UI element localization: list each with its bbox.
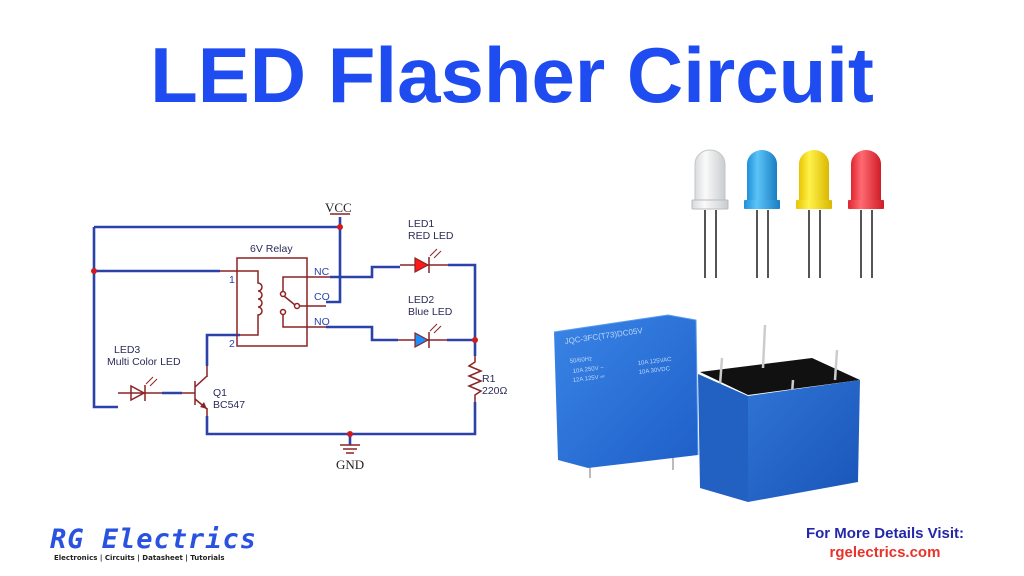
q1-name: Q1 xyxy=(213,387,227,399)
visit-url-link[interactable]: rgelectrics.com xyxy=(829,544,941,561)
led3-desc: Multi Color LED xyxy=(107,356,181,368)
junction-pin1 xyxy=(91,268,97,274)
relay-no-label: NO xyxy=(314,316,330,328)
relay-rating-2r: 10A 30VDC xyxy=(639,366,672,376)
wire-vcc-rail xyxy=(92,227,118,409)
vcc-label: VCC xyxy=(325,200,352,215)
relay-contact-no xyxy=(279,308,287,316)
led1-desc: RED LED xyxy=(408,230,454,242)
led2-symbol xyxy=(414,331,430,349)
relay2-front xyxy=(698,374,748,502)
led-blue xyxy=(744,150,780,278)
leds-photo xyxy=(691,149,884,278)
relay2-pin xyxy=(833,349,839,381)
led-emission-arrows xyxy=(145,248,442,387)
wire-pin2 xyxy=(205,333,240,366)
relay-rating-2l: 12A 125V ═ xyxy=(573,374,606,384)
junction-gnd xyxy=(347,431,353,437)
junction-vcc xyxy=(337,224,343,230)
led3-symbol xyxy=(130,384,146,402)
relay-nc-line xyxy=(282,276,330,292)
relay-photo: JQC-3FC(T73)DC05V 50/60Hz 10A 250V ~ 12A… xyxy=(553,314,860,502)
led-white xyxy=(691,149,729,278)
relay-nc-label: NC xyxy=(314,266,330,278)
wire-vcc-drop xyxy=(326,217,342,304)
r1-name: R1 xyxy=(482,373,496,385)
wire-no xyxy=(326,325,398,342)
wire-led2-right xyxy=(447,338,477,356)
brand-logo: RG Electrics Electronics | Circuits | Da… xyxy=(50,524,258,563)
gnd-label: GND xyxy=(336,457,364,472)
q1-part: BC547 xyxy=(213,399,245,411)
relay2-inner xyxy=(700,358,860,395)
relay-rating-1l: 10A 250V ~ xyxy=(573,365,605,375)
junction-r1 xyxy=(472,337,478,343)
relay-contact-nc xyxy=(279,290,287,298)
wires xyxy=(92,217,477,445)
junctions xyxy=(91,224,478,437)
wire-nc xyxy=(330,265,400,279)
relay-rating-1r: 10A 125VAC xyxy=(638,357,673,367)
relay2-side xyxy=(748,380,860,502)
led1-symbol xyxy=(414,256,430,274)
relay-coil xyxy=(220,270,263,336)
relay-label: 6V Relay xyxy=(250,243,293,255)
relay-switch-arm xyxy=(283,295,296,306)
r1-symbol xyxy=(467,356,483,402)
wire-led1-right xyxy=(448,263,477,340)
relay2-pin xyxy=(718,357,724,386)
wire-r1-bottom xyxy=(205,402,477,436)
visit-label: For More Details Visit: xyxy=(805,525,965,542)
components xyxy=(118,213,483,454)
led3-name: LED3 xyxy=(114,344,140,356)
relay-pin2-label: 2 xyxy=(229,338,235,350)
led2-name: LED2 xyxy=(408,294,434,306)
relay-pin1-label: 1 xyxy=(229,274,235,286)
relay2-pin xyxy=(761,324,767,369)
relay1-body xyxy=(554,315,698,468)
relay-contact-co xyxy=(293,302,301,310)
relay-freq-text: 50/60Hz xyxy=(570,356,593,365)
led1-name: LED1 xyxy=(408,218,434,230)
relay-co-label: CO xyxy=(314,291,330,303)
q1-collector xyxy=(194,375,208,388)
logo-text: RG Electrics xyxy=(50,524,258,555)
r1-value: 220Ω xyxy=(482,385,508,397)
visit-block: For More Details Visit: rgelectrics.com xyxy=(790,525,980,561)
led2-desc: Blue LED xyxy=(408,306,453,318)
led-yellow xyxy=(796,150,832,278)
relay-no-line xyxy=(282,315,326,328)
q1-emitter-arrow xyxy=(200,402,207,409)
logo-tagline: Electronics | Circuits | Datasheet | Tut… xyxy=(54,554,225,562)
led-red xyxy=(848,150,884,278)
relay-box xyxy=(236,257,308,347)
page-title: LED Flasher Circuit xyxy=(150,31,874,119)
